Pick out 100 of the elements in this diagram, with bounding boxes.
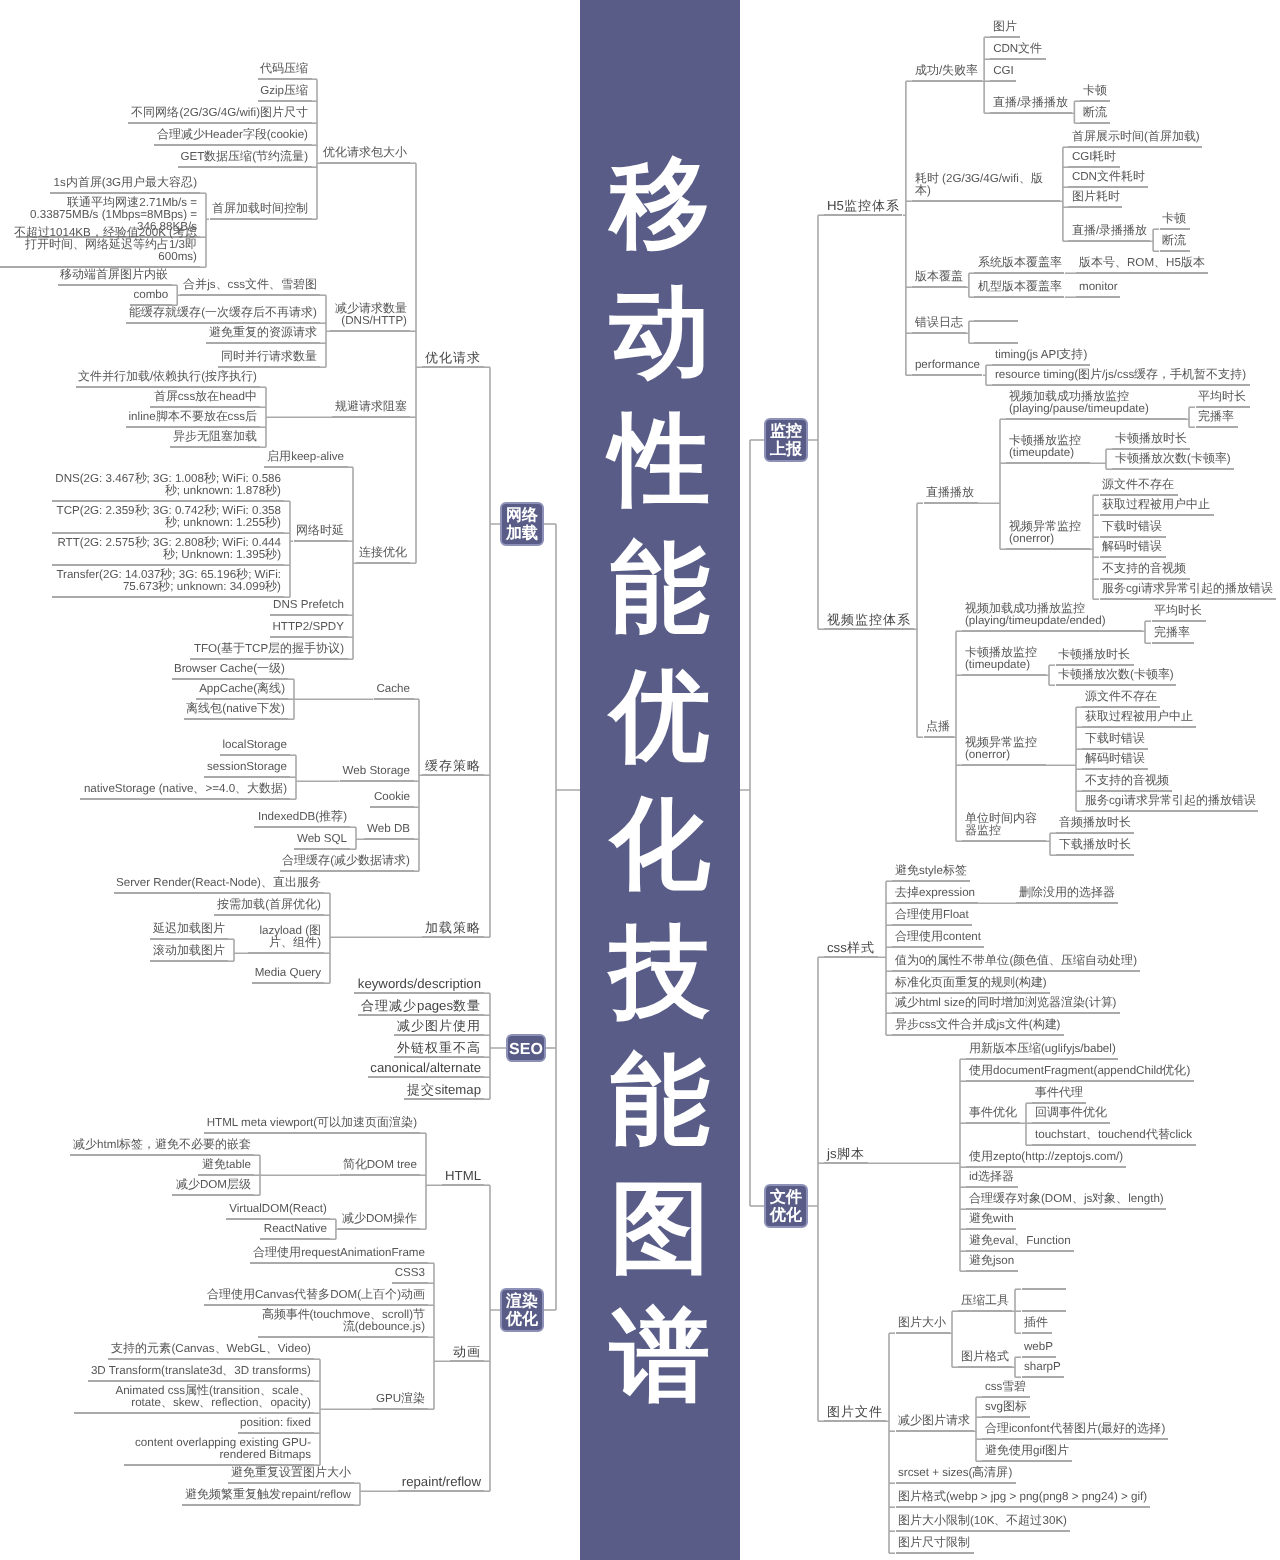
connector-line: [346, 658, 354, 660]
connector-line: [427, 1282, 435, 1284]
connector-line: [817, 1420, 825, 1422]
connector-line: [977, 902, 1017, 904]
connector-line: [253, 1194, 261, 1196]
connector-line: [1105, 448, 1113, 450]
connector-line: [885, 946, 893, 948]
connector-line: [1089, 494, 1094, 600]
connector-line: [289, 798, 297, 800]
connector-line: [1025, 1144, 1033, 1146]
connector-line: [313, 1432, 321, 1434]
connector-line: [959, 1270, 967, 1272]
connector-line: [355, 826, 365, 850]
connector-line: [418, 698, 423, 872]
connector-line: [985, 384, 993, 386]
connector-line: [325, 294, 331, 368]
connector-line: [346, 614, 354, 616]
connector-line: [412, 870, 420, 872]
connector-line: [483, 936, 491, 938]
connector-line: [975, 1396, 983, 1398]
connector-line: [1089, 448, 1107, 470]
connector-line: [419, 1174, 427, 1176]
connector-line: [329, 1218, 337, 1220]
connector-line: [807, 214, 819, 630]
connector-line: [888, 1506, 896, 1508]
connector-line: [968, 272, 976, 274]
connector-line: [885, 1012, 893, 1014]
connector-line: [985, 364, 993, 366]
connector-line: [1092, 598, 1100, 600]
connector-line: [419, 1132, 427, 1134]
connector-line: [905, 80, 913, 82]
connector-line: [353, 1504, 361, 1506]
connector-line: [968, 320, 976, 322]
connector-line: [310, 144, 318, 146]
connector-line: [409, 416, 417, 418]
connector-line: [346, 636, 354, 638]
connector-line: [349, 826, 357, 828]
connector-line: [739, 439, 751, 1207]
connector-line: [1075, 706, 1083, 708]
connector-line: [319, 1358, 374, 1466]
connector-line: [975, 1416, 983, 1418]
connector-line: [483, 1490, 491, 1492]
connector-line: [959, 1080, 967, 1082]
connector-line: [1045, 832, 1051, 856]
connector-line: [1075, 768, 1083, 770]
connector-line: [976, 418, 1001, 550]
connector-line: [199, 236, 207, 238]
connector-line: [412, 780, 420, 782]
connector-line: [959, 1166, 967, 1168]
connector-line: [483, 1034, 491, 1036]
connector-line: [983, 58, 991, 60]
connector-line: [952, 630, 957, 842]
connector-line: [1062, 206, 1070, 208]
connector-line: [888, 1430, 896, 1432]
connector-line: [980, 36, 985, 114]
connector-line: [1070, 100, 1076, 124]
connector-line: [1092, 556, 1100, 558]
connector-line: [199, 266, 207, 268]
connector-line: [199, 192, 207, 194]
connector-line: [310, 100, 318, 102]
connector-line: [425, 1132, 443, 1230]
connector-line: [885, 1332, 890, 1554]
connector-line: [1075, 810, 1083, 812]
connector-line: [877, 880, 887, 1036]
connector-line: [1014, 1288, 1022, 1290]
connector-line: [346, 466, 354, 468]
connector-line: [287, 698, 295, 700]
connector-line: [323, 982, 331, 984]
connector-line: [817, 956, 825, 958]
connector-line: [545, 1047, 557, 1049]
connector-line: [283, 532, 291, 534]
connector-line: [323, 892, 331, 894]
connector-line: [968, 296, 976, 298]
connector-line: [999, 548, 1007, 550]
connector-line: [352, 466, 357, 660]
connector-line: [916, 736, 924, 738]
connector-line: [1075, 790, 1083, 792]
connector-line: [885, 992, 893, 994]
connector-line: [959, 1186, 967, 1188]
connector-line: [1073, 100, 1082, 102]
connector-line: [170, 284, 178, 286]
connector-line: [415, 162, 423, 564]
connector-line: [1075, 748, 1083, 750]
topic-box: 监控上报: [764, 418, 808, 462]
connector-line: [1144, 620, 1152, 622]
connector-line: [916, 502, 924, 504]
connector-line: [1062, 186, 1070, 188]
connector-line: [983, 80, 991, 82]
connector-line: [319, 294, 327, 296]
connector-line: [955, 674, 963, 676]
connector-line: [483, 1360, 491, 1362]
connector-line: [329, 1238, 337, 1240]
connector-line: [1019, 1102, 1027, 1146]
connector-line: [902, 80, 907, 376]
connector-line: [1188, 406, 1196, 408]
connector-line: [1144, 642, 1152, 644]
connector-line: [983, 112, 991, 114]
connector-line: [817, 214, 825, 216]
connector-line: [259, 446, 267, 448]
connector-line: [1105, 468, 1113, 470]
